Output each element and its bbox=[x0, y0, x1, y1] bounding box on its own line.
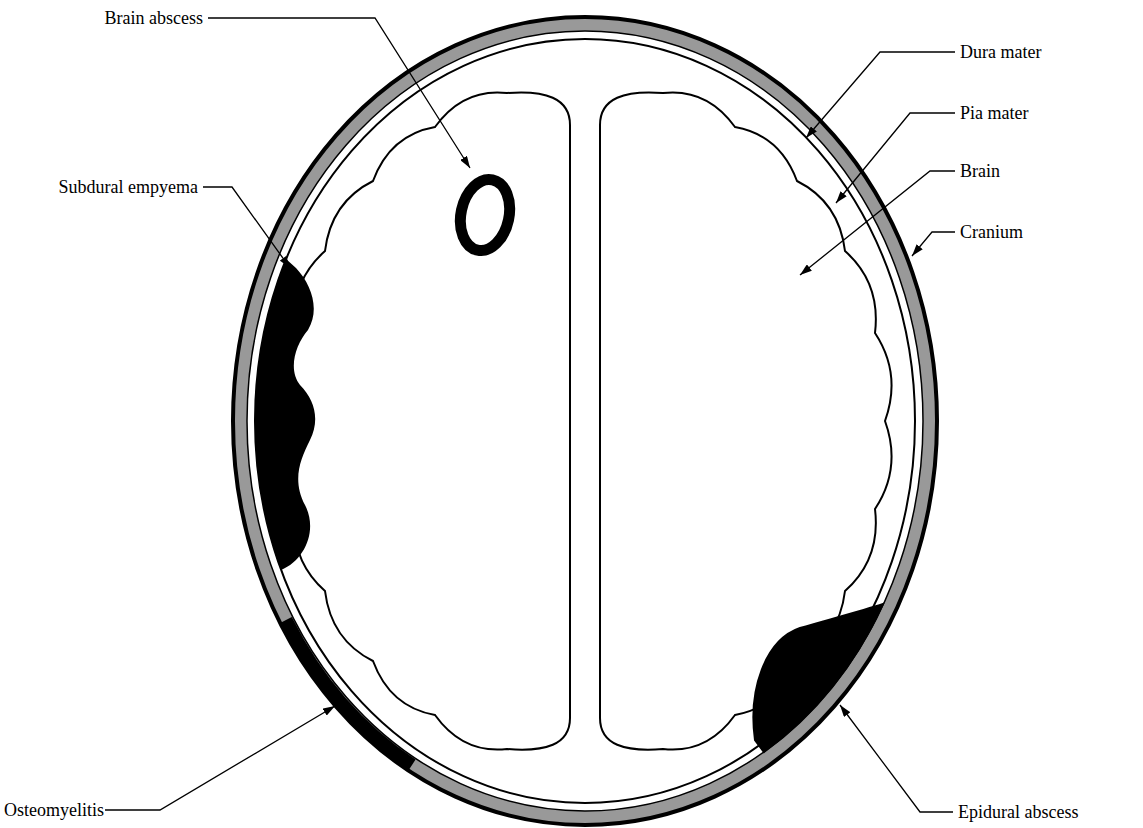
part-label: Dura mater bbox=[960, 42, 1041, 62]
osteomyelitis bbox=[286, 620, 412, 765]
left-hemisphere bbox=[278, 92, 570, 749]
subdural-empyema bbox=[255, 259, 315, 570]
leader-line bbox=[840, 705, 953, 812]
leader-line bbox=[208, 18, 470, 168]
epidural-abscess bbox=[753, 604, 883, 752]
leader-line bbox=[800, 171, 955, 275]
part-label: Brain abscess bbox=[105, 8, 203, 28]
part-label: Epidural abscess bbox=[958, 802, 1078, 822]
leader-line bbox=[806, 52, 955, 138]
leader-line bbox=[912, 232, 955, 256]
dura-line bbox=[255, 39, 915, 803]
part-label: Brain bbox=[960, 161, 1000, 181]
part-label: Pia mater bbox=[960, 103, 1028, 123]
cranium-outer bbox=[233, 17, 937, 825]
leader-line bbox=[203, 187, 290, 268]
part-label: Subdural empyema bbox=[59, 177, 198, 197]
leader-line bbox=[105, 706, 335, 810]
leader-line bbox=[836, 113, 955, 203]
brain-abscess bbox=[454, 175, 516, 255]
cranium-inner bbox=[247, 31, 923, 811]
part-label: Osteomyelitis bbox=[4, 800, 104, 820]
part-label: Cranium bbox=[960, 222, 1023, 242]
